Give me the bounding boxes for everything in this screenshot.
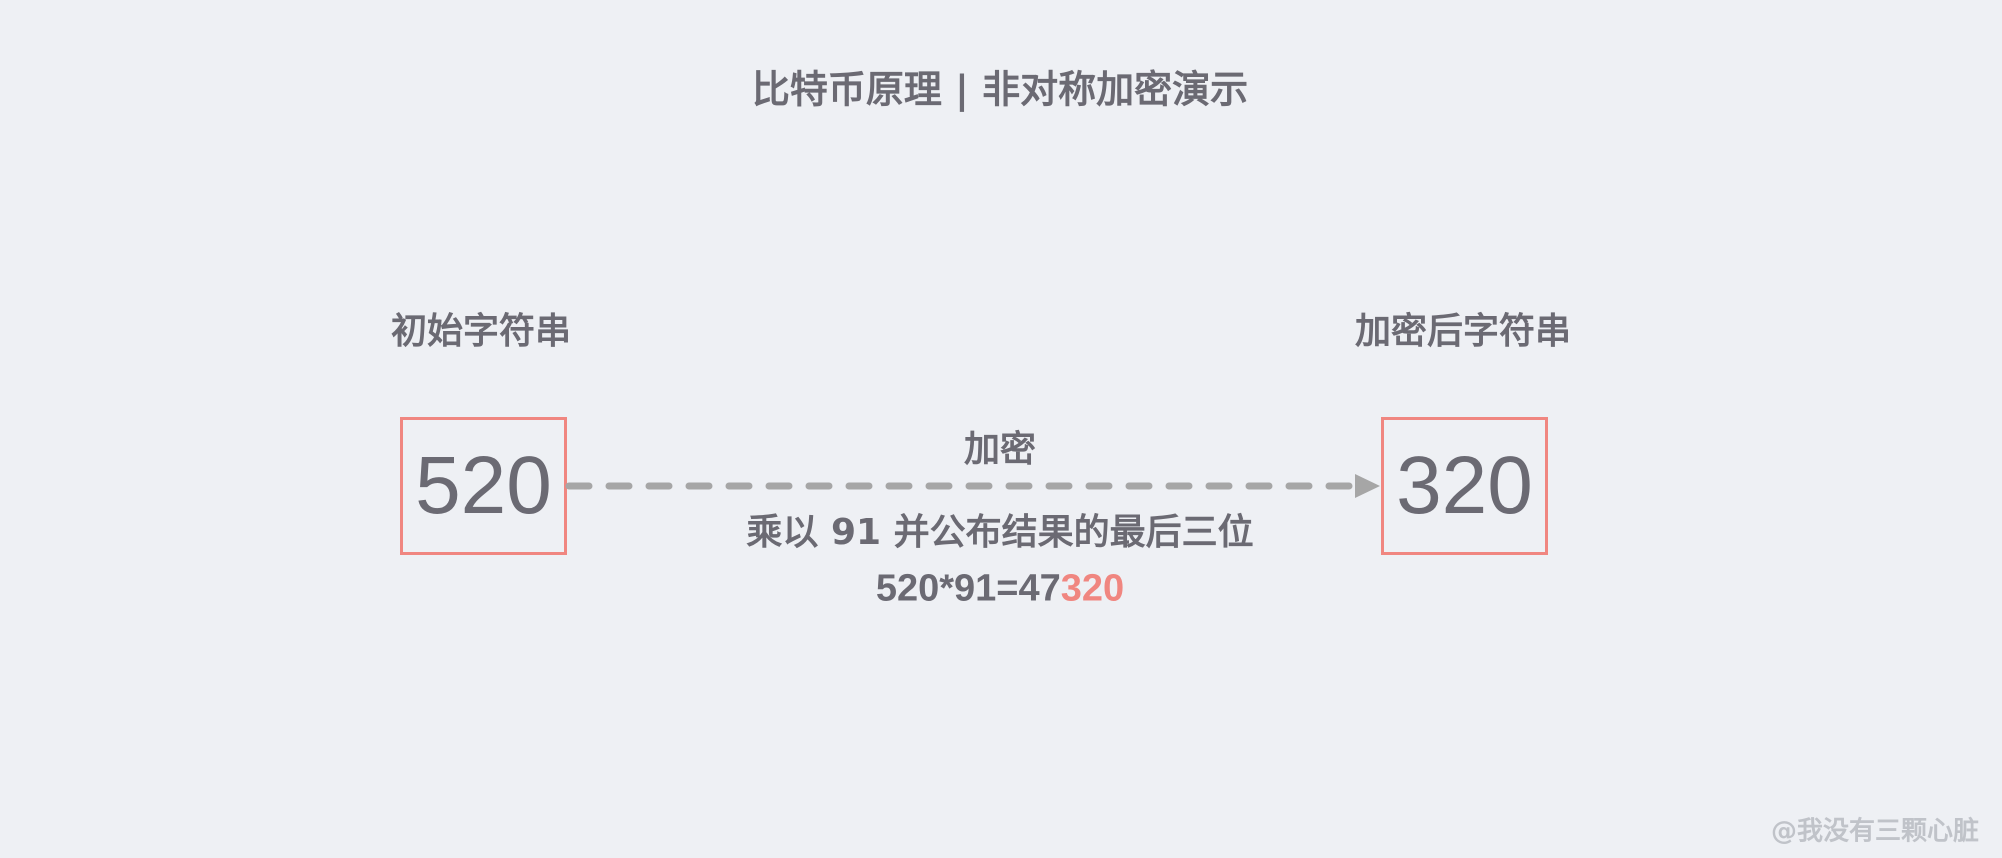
equation: 520*91=47320 xyxy=(876,568,1124,611)
input-value: 520 xyxy=(415,440,552,531)
input-label: 初始字符串 xyxy=(390,311,572,352)
equation-prefix: 520*91=47 xyxy=(875,567,1061,610)
input-value-box: 520 xyxy=(400,417,567,555)
output-value-box: 320 xyxy=(1381,417,1548,555)
equation-highlight: 320 xyxy=(1060,567,1125,610)
arrowhead-icon xyxy=(1355,474,1380,498)
diagram-title: 比特币原理 | 非对称加密演示 xyxy=(751,67,1249,112)
watermark: @我没有三颗心脏 xyxy=(1770,816,1980,847)
encrypt-arrow xyxy=(565,474,1380,498)
output-value: 320 xyxy=(1396,440,1533,531)
operation-description: 乘以 91 并公布结果的最后三位 xyxy=(746,512,1254,553)
output-label: 加密后字符串 xyxy=(1354,311,1572,352)
operation-label: 加密 xyxy=(963,429,1037,470)
